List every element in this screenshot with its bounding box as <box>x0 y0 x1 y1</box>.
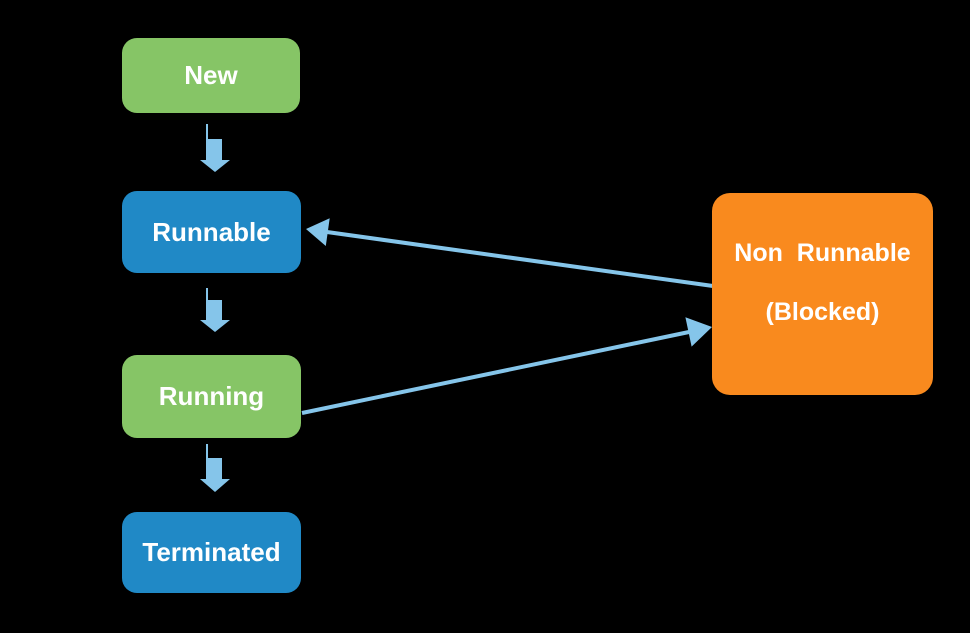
block-arrow-stem <box>206 458 222 480</box>
node-non-runnable: Non Runnable (Blocked) <box>712 193 933 395</box>
node-terminated-label: Terminated <box>142 537 281 567</box>
edge-new-to-runnable <box>200 124 230 172</box>
edge-runnable-to-running <box>200 288 230 332</box>
edge-line <box>301 330 690 415</box>
node-new: New <box>122 38 300 113</box>
edge-running-to-terminated <box>200 444 230 492</box>
edge-running-to-nonrunnable <box>301 317 712 415</box>
node-runnable: Runnable <box>122 191 301 273</box>
block-arrow-stem <box>206 300 222 321</box>
block-arrow-head <box>200 160 230 172</box>
connector-line <box>206 444 208 459</box>
connector-line <box>206 288 208 301</box>
block-arrow-head <box>200 479 230 492</box>
block-arrow-stem <box>206 139 222 161</box>
node-running: Running <box>122 355 301 438</box>
node-non-runnable-label-line1: Non Runnable <box>734 239 911 267</box>
node-new-label: New <box>184 60 238 90</box>
edge-line <box>326 230 714 288</box>
edge-nonrunnable-to-runnable <box>306 218 714 288</box>
arrowhead-left-icon <box>306 218 330 246</box>
block-arrow-head <box>200 320 230 332</box>
node-runnable-label: Runnable <box>152 216 271 247</box>
connector-line <box>206 124 208 140</box>
node-terminated: Terminated <box>122 512 301 593</box>
arrowhead-right-icon <box>685 317 712 347</box>
node-running-label: Running <box>158 381 265 411</box>
node-non-runnable-label-line2: (Blocked) <box>765 298 880 326</box>
